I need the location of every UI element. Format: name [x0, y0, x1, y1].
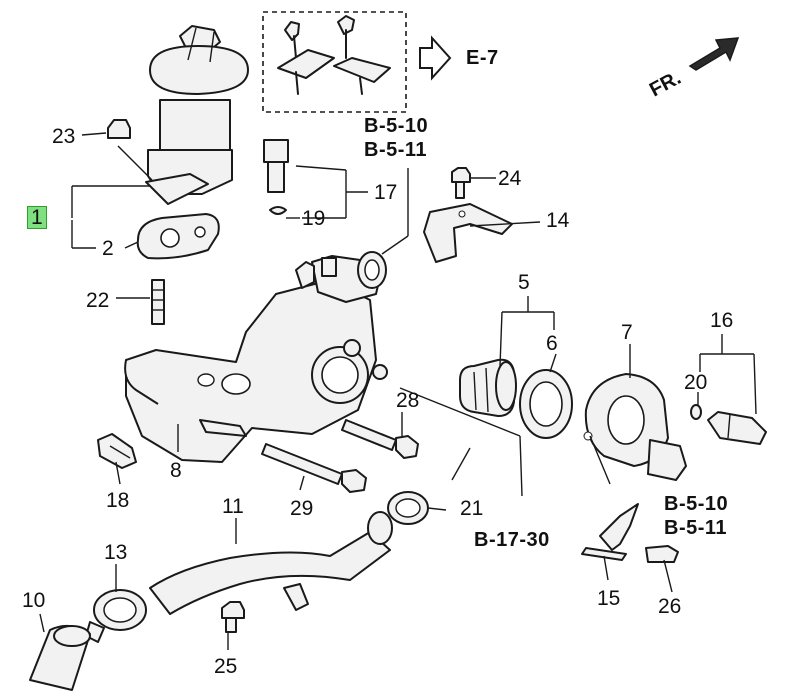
thermostat-cover: [583, 373, 687, 481]
lower-bracket: [581, 503, 639, 561]
e7-arrow: [419, 35, 452, 81]
ref-b-5-11-top[interactable]: B-5-11: [364, 139, 428, 161]
callout-22[interactable]: 22: [86, 289, 110, 312]
callout-28[interactable]: 28: [396, 389, 420, 412]
thermostat: [459, 358, 517, 417]
callout-24[interactable]: 24: [498, 167, 522, 190]
callout-5[interactable]: 5: [518, 271, 530, 294]
callout-16[interactable]: 16: [710, 309, 734, 332]
drain-plug: [97, 433, 137, 469]
callout-8[interactable]: 8: [170, 459, 182, 482]
egr-valve: [145, 25, 249, 205]
callout-23[interactable]: 23: [52, 125, 76, 148]
coolant-hose: [29, 624, 91, 691]
front-direction-arrow: [688, 37, 740, 71]
water-pipe: [149, 511, 393, 615]
temperature-sensor: [263, 139, 289, 215]
bolt: [451, 167, 471, 199]
egr-gasket: [136, 213, 220, 260]
thermostat-gasket: [519, 369, 573, 439]
callout-1[interactable]: 1: [27, 206, 47, 229]
callout-18[interactable]: 18: [106, 489, 130, 512]
flange-bolt-long: [261, 443, 367, 493]
callout-17[interactable]: 17: [374, 181, 398, 204]
stud-bolt: [151, 279, 165, 325]
coolant-sensor: [690, 404, 767, 445]
callout-6[interactable]: 6: [546, 332, 558, 355]
callout-29[interactable]: 29: [290, 497, 314, 520]
nut: [107, 119, 131, 139]
inset-box: [262, 11, 407, 113]
thermostat-housing: [124, 251, 388, 463]
hose-clamp: [85, 589, 147, 643]
bracket: [423, 203, 513, 263]
callout-10[interactable]: 10: [22, 589, 46, 612]
lower-bolt: [645, 545, 679, 563]
ref-b-5-10-right[interactable]: B-5-10: [664, 493, 729, 515]
leader-lines: [39, 132, 757, 650]
ref-e7[interactable]: E-7: [466, 47, 499, 69]
callout-26[interactable]: 26: [658, 595, 682, 618]
callout-2[interactable]: 2: [102, 237, 114, 260]
ref-b-5-10-top[interactable]: B-5-10: [364, 115, 429, 137]
flange-bolt-short: [341, 419, 419, 459]
o-ring: [387, 491, 429, 525]
callout-15[interactable]: 15: [597, 587, 621, 610]
callout-7[interactable]: 7: [621, 321, 633, 344]
callout-13[interactable]: 13: [104, 541, 128, 564]
callout-11[interactable]: 11: [222, 495, 244, 518]
ref-b-17-30[interactable]: B-17-30: [474, 529, 550, 551]
callout-19[interactable]: 19: [302, 207, 326, 230]
callout-25[interactable]: 25: [214, 655, 238, 678]
small-bolt: [221, 601, 245, 633]
callout-21[interactable]: 21: [460, 497, 484, 520]
callout-20[interactable]: 20: [684, 371, 708, 394]
callout-14[interactable]: 14: [546, 209, 570, 232]
ref-b-5-11-right[interactable]: B-5-11: [664, 517, 728, 539]
